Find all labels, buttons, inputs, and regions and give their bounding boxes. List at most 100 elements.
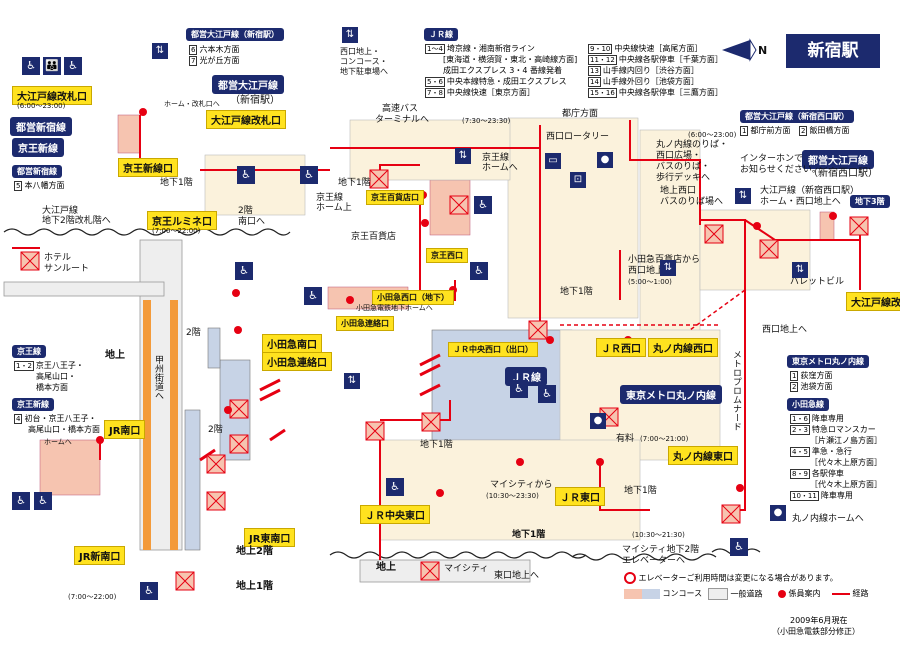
label-keio-line-home2: ホームへ xyxy=(482,163,518,173)
accessible-icon: ♿ xyxy=(34,492,52,510)
label-odakyu-dept-hours: (5:00～1:00) xyxy=(628,278,672,286)
label-connect-passage: 小田急電鉄地下ホームへ xyxy=(356,304,433,312)
elevator-icon: ⇅ xyxy=(344,373,360,389)
station-title: 新宿駅 xyxy=(786,34,880,68)
elevator-icon: ⇅ xyxy=(792,262,808,278)
exit-odakyu-west: 小田急西口（地下） xyxy=(372,290,454,305)
header-jr: ＪＲ線 xyxy=(424,28,458,41)
elevator-icon: ⇅ xyxy=(152,43,168,59)
label-jr-home: ホームへ xyxy=(44,438,72,446)
label-b1: 地下1階 xyxy=(160,178,193,188)
escalator-icon: ⇅ xyxy=(455,148,471,164)
accessible-icon: ♿ xyxy=(730,538,748,556)
accessible-icon: ♿ xyxy=(538,385,556,403)
label-marunouchi-note3: バスのりば・ xyxy=(656,162,711,172)
label-west-bus2: バスのりば場へ xyxy=(660,197,724,207)
label-oedo-nishi-note2: ホーム・西口地上へ xyxy=(760,197,841,207)
accessible-icon: ♿ xyxy=(304,287,322,305)
accessible-icon: ♿ xyxy=(386,478,404,496)
header-keio: 京王線 xyxy=(12,345,46,358)
label-mycity: マイシティから xyxy=(490,480,553,490)
exit-jr-central-east: ＪＲ中央東口 xyxy=(360,505,430,524)
staff-icon: ● xyxy=(590,413,606,429)
toilet-icon: ♿ xyxy=(237,166,255,184)
compass-arrow xyxy=(722,38,757,62)
toilet-icon: ♿ xyxy=(12,492,30,510)
label-highway-bus2: ターミナルへ xyxy=(375,115,430,125)
label-intercom1: インターホンで xyxy=(740,154,804,164)
label-oedo-home: ホーム・改札口へ xyxy=(164,100,220,108)
label-paid: 有料 xyxy=(616,434,635,444)
label-marunouchi-note2: 西口広場・ xyxy=(656,151,702,161)
header-shinjuku-line: 都営新宿線 xyxy=(12,165,62,178)
label-highway-hours: (7:30～23:30) xyxy=(462,117,511,125)
exit-jr-south: JR南口 xyxy=(104,420,146,439)
legend-elevator-note: エレベーターご利用時間は変更になる場合があります。 xyxy=(624,572,838,584)
exit-odakyu-connect: 小田急連絡口 xyxy=(336,316,394,331)
exit-oedo-gate-left-hours: (6:00～23:00) xyxy=(17,102,66,110)
label-mycity3: エレベーターへ xyxy=(622,556,686,566)
label-highway-bus: 高速バス xyxy=(382,104,419,114)
exit-keio-west: 京王西口 xyxy=(426,248,468,263)
badge-oedo-right: 都営大江戸線 xyxy=(802,150,874,169)
label-f2: 2階 xyxy=(186,328,201,338)
label-f1-ground: 地上1階 xyxy=(236,581,273,592)
toilet-icon: ♿ xyxy=(510,380,528,398)
exit-jr-new-south: JR新南口 xyxy=(74,546,126,565)
concourse-cream xyxy=(204,117,811,541)
label-koshu: 甲州街道へ xyxy=(153,355,163,400)
staff-icon: ● xyxy=(597,152,613,168)
staff-icon: ● xyxy=(770,505,786,521)
exit-keio-dept: 京王百貨店口 xyxy=(366,190,424,205)
label-west-ground: 西口地上へ xyxy=(762,325,808,335)
label-east-ground: 東口地上へ xyxy=(494,571,540,581)
label-oedo-transfer: 大江戸線 xyxy=(42,206,79,216)
label-south-exit-to2: 南口へ xyxy=(238,217,266,227)
toilet-icon: 👪 xyxy=(43,57,61,75)
label-hours-bottom: (7:00～22:00) xyxy=(68,593,117,601)
taxi-icon: ⊡ xyxy=(570,172,586,188)
label-west-rotary: 西口ロータリー xyxy=(546,132,610,142)
label-south-exit-to: 2階 xyxy=(238,206,253,216)
label-f2-ground: 地上2階 xyxy=(236,546,273,557)
exit-jr-central-west: ＪＲ中央西口（出口） xyxy=(448,342,538,357)
label-mycity-ground: マイシティ xyxy=(444,564,489,574)
bus-icon: ▭ xyxy=(545,153,561,169)
exit-keio-mall: 京王ルミネ口 xyxy=(147,211,217,230)
label-b1-right: 地下1階 xyxy=(624,486,657,496)
header-metro: 東京メトロ丸ノ内線 xyxy=(787,355,869,368)
label-mycity-hours: (10:30～23:30) xyxy=(486,492,539,500)
label-f2b: 2階 xyxy=(208,425,223,435)
label-intercom2: お知らせください。 xyxy=(740,165,821,175)
exit-marunouchi-west: 丸ノ内線西口 xyxy=(648,338,718,357)
toilet-icon: ♿ xyxy=(235,262,253,280)
header-odakyu: 小田急線 xyxy=(787,398,829,411)
label-ground: 地上 xyxy=(105,350,125,361)
label-west-exit-bus2: コンコース・ xyxy=(340,57,388,66)
label-odakyu-dept-note2: 西口地上へ xyxy=(628,266,674,276)
badge-keio-new: 京王新線 xyxy=(12,138,64,157)
label-marunouchi-note1: 丸ノ内線のりば・ xyxy=(656,140,729,150)
footer-credit: （小田急電鉄部分修正） xyxy=(772,627,860,636)
footer-date: 2009年6月現在 xyxy=(790,616,848,625)
accessible-icon: ♿ xyxy=(474,196,492,214)
exit-marunouchi-east: 丸ノ内線東口 xyxy=(668,446,738,465)
exit-odakyu-south: 小田急南口 xyxy=(262,334,322,353)
exit-jr-east: ＪＲ東口 xyxy=(555,487,605,506)
exit-jr-southeast: JR東南口 xyxy=(244,528,296,547)
badge-oedo-top: 都営大江戸線 xyxy=(212,75,284,94)
label-keio-home: 京王線 xyxy=(316,193,344,203)
badge-metro: 東京メトロ丸ノ内線 xyxy=(620,385,722,404)
label-mycity2: マイシティ地下2階 xyxy=(622,545,700,555)
header-oedo-nishi: 都営大江戸線（新宿西口駅） xyxy=(740,110,854,123)
exit-oedo-right-gate: 大江戸線改札口 xyxy=(846,292,900,311)
badge-toei-shinjuku: 都営新宿線 xyxy=(10,117,72,136)
label-staff-hours: (7:00～21:00) xyxy=(640,435,689,443)
